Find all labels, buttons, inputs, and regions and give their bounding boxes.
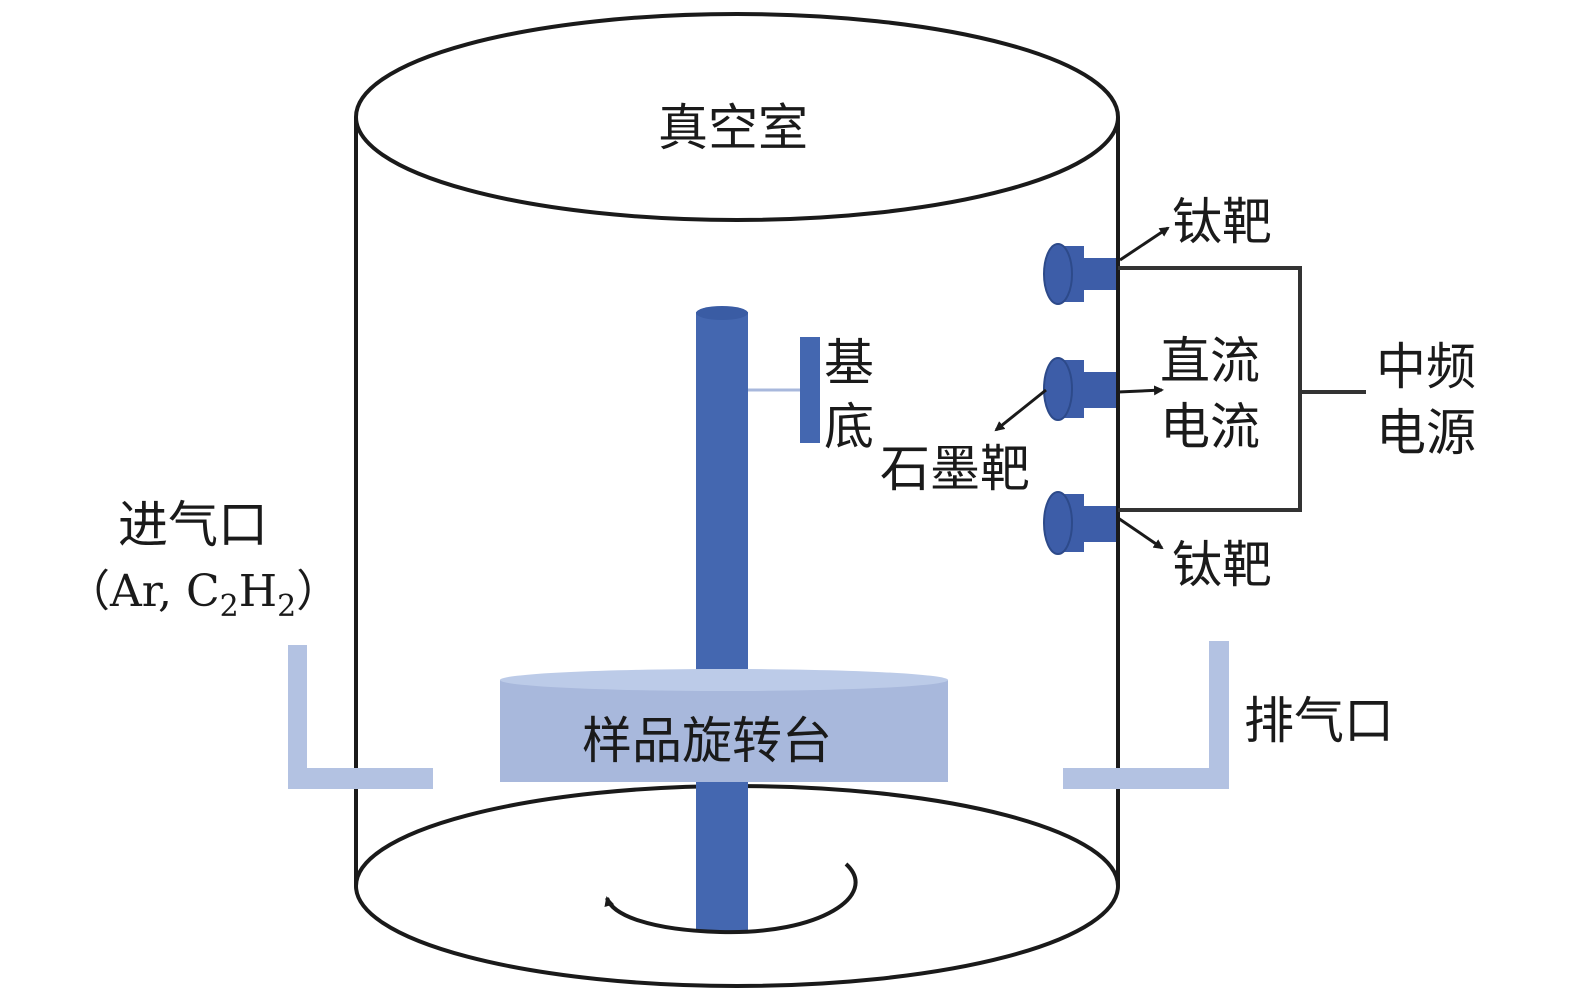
pointer-arrow-icon xyxy=(994,388,1047,432)
stage-label: 样品旋转台 xyxy=(582,712,832,770)
mf-power-label-line2: 电源 xyxy=(1376,404,1476,462)
pointer-arrows xyxy=(994,226,1170,550)
pointer-arrow-icon xyxy=(1117,385,1164,396)
substrate-label-line2: 底 xyxy=(824,398,874,456)
rotation-shaft xyxy=(696,312,748,932)
rotation-shaft-top xyxy=(696,306,748,320)
rotation-arrow-icon xyxy=(604,862,858,935)
substrate-label-line1: 基 xyxy=(824,334,874,392)
mf-power-label-line1: 中频 xyxy=(1376,338,1476,396)
inlet-label: 进气口 xyxy=(118,496,268,554)
titanium-target-top-label: 钛靶 xyxy=(1172,193,1272,251)
gas-outlet-pipe xyxy=(1063,641,1229,789)
titanium-target-bottom-label: 钛靶 xyxy=(1172,536,1272,594)
graphite-target xyxy=(1043,357,1116,421)
pointer-arrow-icon xyxy=(1119,226,1170,262)
gas-inlet-pipe xyxy=(288,645,433,789)
chamber-label: 真空室 xyxy=(658,99,808,157)
dc-label-line1: 直流 xyxy=(1160,332,1260,390)
dc-label-line2: 电流 xyxy=(1160,398,1260,456)
titanium-target-top xyxy=(1043,243,1116,305)
power-wiring xyxy=(1118,266,1366,512)
titanium-target-bottom xyxy=(1043,491,1116,555)
pointer-arrow-icon xyxy=(1117,516,1164,550)
graphite-target-label: 石墨靶 xyxy=(880,440,1030,498)
inlet-gas-label: （Ar, C2H2） xyxy=(66,566,341,624)
substrate xyxy=(800,337,820,443)
sample-stage xyxy=(500,669,948,782)
outlet-label: 排气口 xyxy=(1244,692,1394,750)
